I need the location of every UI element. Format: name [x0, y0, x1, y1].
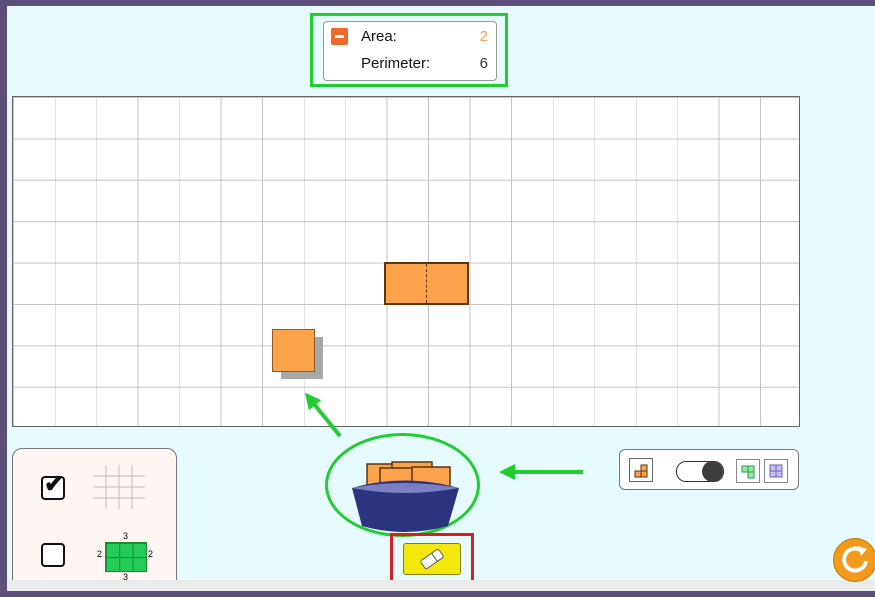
orange-squares-icon	[634, 464, 648, 478]
toggle-knob	[702, 461, 723, 482]
tile-mode-panel	[619, 449, 799, 490]
bowl-body	[352, 480, 459, 532]
area-value: 2	[479, 28, 488, 45]
area-perimeter-app: Area: 2 Perimeter: 6 ✔	[7, 6, 875, 591]
grid-board[interactable]	[12, 96, 800, 427]
collapse-readout-button[interactable]	[331, 28, 348, 45]
eraser-icon	[420, 548, 444, 570]
mode-toggle-switch[interactable]	[676, 461, 724, 482]
dim-right-label: 2	[148, 549, 154, 559]
green-squares-icon	[741, 465, 755, 479]
bottom-frame	[7, 580, 875, 591]
dim-left-label: 2	[97, 549, 103, 559]
dim-bottom-label: 3	[123, 572, 129, 582]
eraser-button[interactable]	[403, 543, 461, 575]
perimeter-value: 6	[479, 55, 488, 72]
purple-squares-icon	[769, 464, 783, 478]
checkmark-icon: ✔	[44, 471, 65, 498]
bowl-rim	[352, 483, 459, 493]
perimeter-label: Perimeter:	[361, 55, 431, 72]
tile-bowl[interactable]	[342, 458, 467, 538]
placed-tile-group[interactable]	[384, 262, 469, 305]
purple-tile-mode-button[interactable]	[764, 459, 788, 483]
green-tile-mode-button[interactable]	[736, 459, 760, 483]
dim-top-label: 3	[123, 531, 129, 541]
tile-divider	[426, 264, 427, 303]
area-label: Area:	[361, 28, 397, 45]
arrow-up-left	[304, 392, 342, 438]
show-grid-checkbox[interactable]: ✔	[41, 471, 65, 500]
annotation-arrows	[304, 392, 583, 480]
settings-panel: ✔ 3 2 2 3	[12, 448, 177, 591]
readout-highlight: Area: 2 Perimeter: 6	[310, 13, 508, 87]
grid-icon	[93, 465, 145, 509]
reset-button[interactable]	[833, 538, 875, 582]
dimensions-icon: 3 2 2 3	[91, 531, 171, 583]
reset-icon	[842, 546, 868, 573]
dragged-tile[interactable]	[272, 329, 315, 372]
area-perimeter-readout: Area: 2 Perimeter: 6	[323, 21, 497, 81]
single-tile-mode-button[interactable]	[629, 458, 653, 482]
show-dimensions-checkbox[interactable]	[41, 543, 65, 567]
dimensions-rectangle	[105, 542, 147, 572]
